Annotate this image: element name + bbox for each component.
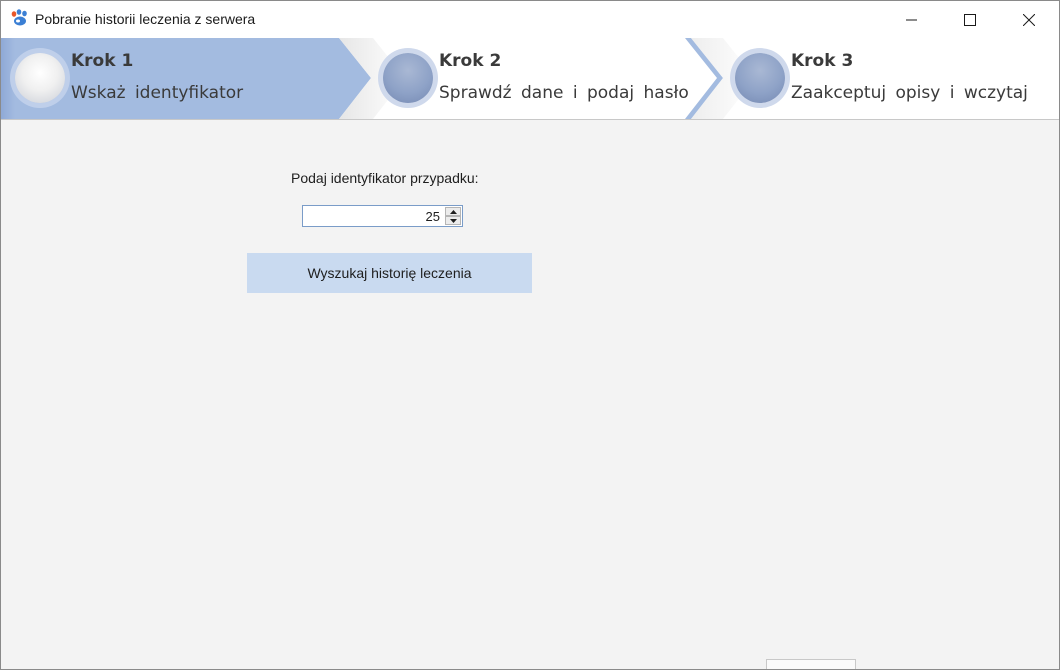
wizard-step-2: Krok 2 Sprawdź dane i podaj hasło [371, 38, 691, 119]
step-2-circle-icon [383, 53, 433, 103]
minimize-button[interactable] [883, 1, 941, 38]
step-2-subtitle: Sprawdź dane i podaj hasło [439, 83, 689, 103]
wizard-step-1: Krok 1 Wskaż identyfikator [1, 38, 371, 119]
step-1-circle-icon [15, 53, 65, 103]
wizard-step-3: Krok 3 Zaakceptuj opisy i wczytaj [723, 38, 1059, 119]
bottom-tab-edge [766, 659, 856, 669]
title-bar: Pobranie historii leczenia z serwera [1, 1, 1059, 38]
case-id-value[interactable]: 25 [425, 209, 440, 224]
case-id-spinbox[interactable]: 25 [302, 205, 463, 227]
arrow-up-icon [449, 209, 457, 214]
close-icon [1023, 13, 1035, 26]
close-button[interactable] [1000, 1, 1058, 38]
step-2-title: Krok 2 [439, 51, 502, 71]
maximize-icon [964, 13, 976, 26]
search-history-button[interactable]: Wyszukaj historię leczenia [247, 253, 532, 293]
window-title: Pobranie historii leczenia z serwera [35, 11, 256, 27]
case-id-label: Podaj identyfikator przypadku: [291, 170, 479, 186]
step-3-subtitle: Zaakceptuj opisy i wczytaj [791, 83, 1028, 103]
arrow-down-icon [449, 218, 457, 223]
step-1-title: Krok 1 [71, 51, 134, 71]
spin-up-button[interactable] [445, 207, 461, 216]
spin-down-button[interactable] [445, 216, 461, 225]
minimize-icon [906, 19, 917, 20]
content-area: Podaj identyfikator przypadku: 25 Wyszuk… [1, 120, 1059, 669]
step-1-subtitle: Wskaż identyfikator [71, 83, 244, 103]
app-paw-icon [11, 9, 27, 26]
maximize-button[interactable] [941, 1, 999, 38]
wizard-steps: Krok 1 Wskaż identyfikator Krok 2 Sprawd… [1, 38, 1059, 120]
wizard-step-background [1, 38, 755, 119]
step-3-circle-icon [735, 53, 785, 103]
step-3-title: Krok 3 [791, 51, 854, 71]
